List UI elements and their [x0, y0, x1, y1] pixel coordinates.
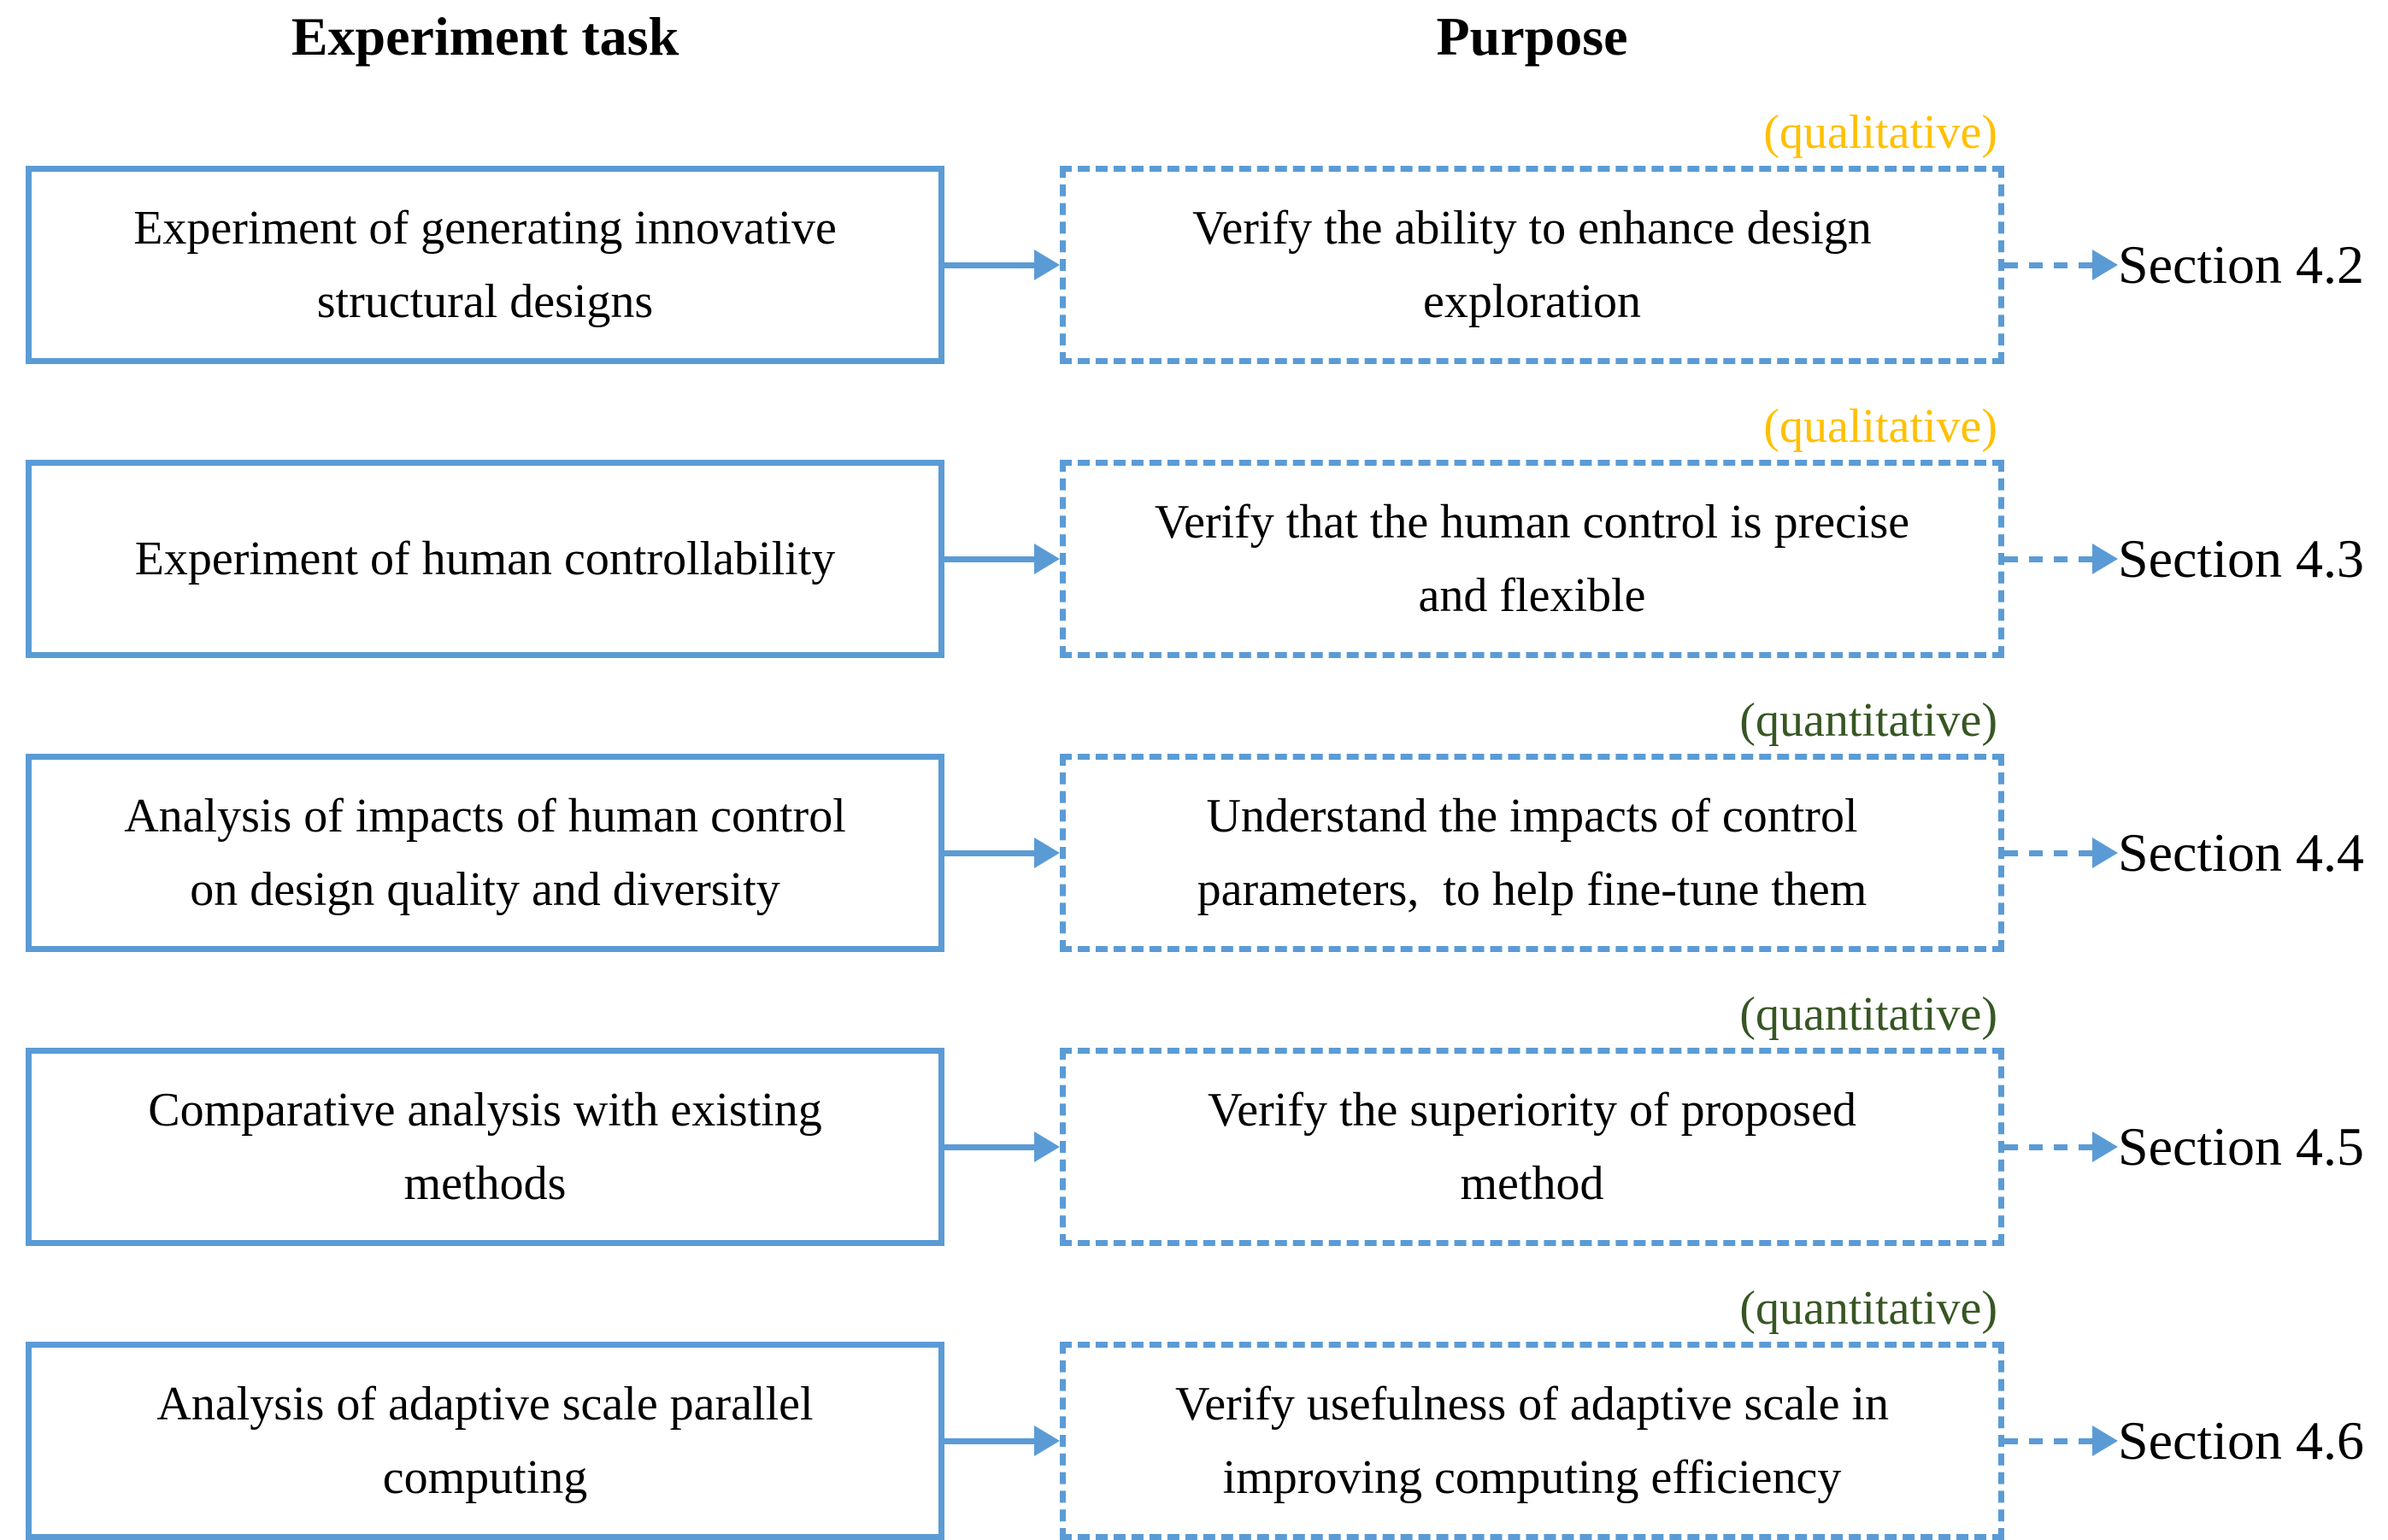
- task-text: Analysis of adaptive scale parallel comp…: [156, 1378, 814, 1504]
- task-text: Experiment of human controllability: [134, 532, 836, 585]
- dashed-right-arrow-icon: [2004, 1048, 2118, 1246]
- arrow-head-icon: [1034, 1131, 1060, 1162]
- arrow-head-icon: [1034, 1425, 1060, 1456]
- diagram-row: Analysis of adaptive scale parallel comp…: [26, 1282, 2388, 1540]
- experiment-overview-diagram: Experiment task Purpose Experiment of ge…: [26, 3, 2388, 1540]
- arrow-head-icon: [2092, 250, 2118, 280]
- diagram-row: Comparative analysis with existing metho…: [26, 988, 2388, 1246]
- section-reference: Section 4.2: [2118, 234, 2364, 295]
- diagram-row: Experiment of generating innovative stru…: [26, 106, 2388, 364]
- purpose-text: Verify the ability to enhance design exp…: [1192, 202, 1872, 328]
- task-box: Analysis of impacts of human control on …: [26, 754, 944, 952]
- dashed-arrow-line: [2004, 555, 2092, 562]
- dashed-arrow-line: [2004, 262, 2092, 268]
- purpose-box: Verify the superiority of proposed metho…: [1060, 1048, 2004, 1246]
- evaluation-type-label: (quantitative): [1739, 988, 1997, 1041]
- purpose-text: Verify that the human control is precise…: [1154, 496, 1910, 622]
- right-arrow-icon: [944, 754, 1060, 952]
- task-text: Experiment of generating innovative stru…: [133, 202, 837, 328]
- dashed-right-arrow-icon: [2004, 1342, 2118, 1540]
- task-text: Comparative analysis with existing metho…: [148, 1084, 822, 1210]
- arrow-line: [944, 1143, 1034, 1150]
- dashed-right-arrow-icon: [2004, 460, 2118, 658]
- arrow-head-icon: [2092, 838, 2118, 868]
- dashed-arrow-line: [2004, 1437, 2092, 1444]
- right-arrow-icon: [944, 460, 1060, 658]
- section-reference: Section 4.6: [2118, 1410, 2364, 1471]
- evaluation-type-label: (quantitative): [1739, 1282, 1997, 1335]
- purpose-box: Verify usefulness of adaptive scale in i…: [1060, 1342, 2004, 1540]
- section-reference: Section 4.5: [2118, 1116, 2364, 1177]
- experiment-task-header: Experiment task: [291, 6, 679, 67]
- arrow-head-icon: [1034, 838, 1060, 868]
- dashed-right-arrow-icon: [2004, 754, 2118, 952]
- dashed-arrow-line: [2004, 1143, 2092, 1150]
- arrow-line: [944, 555, 1034, 562]
- arrow-head-icon: [1034, 250, 1060, 280]
- arrow-line: [944, 1437, 1034, 1444]
- purpose-box: Understand the impacts of control parame…: [1060, 754, 2004, 952]
- right-arrow-icon: [944, 1048, 1060, 1246]
- purpose-box: Verify the ability to enhance design exp…: [1060, 166, 2004, 364]
- purpose-box-wrap: (qualitative) Verify that the human cont…: [1060, 400, 2004, 658]
- task-box: Experiment of human controllability: [26, 460, 944, 658]
- purpose-box-wrap: (qualitative) Verify the ability to enha…: [1060, 106, 2004, 364]
- task-box: Experiment of generating innovative stru…: [26, 166, 944, 364]
- purpose-box-wrap: (quantitative) Verify the superiority of…: [1060, 988, 2004, 1246]
- purpose-box-wrap: (quantitative) Verify usefulness of adap…: [1060, 1282, 2004, 1540]
- task-box: Analysis of adaptive scale parallel comp…: [26, 1342, 944, 1540]
- purpose-text: Understand the impacts of control parame…: [1197, 790, 1867, 916]
- purpose-box: Verify that the human control is precise…: [1060, 460, 2004, 658]
- right-arrow-icon: [944, 166, 1060, 364]
- dashed-right-arrow-icon: [2004, 166, 2118, 364]
- arrow-line: [944, 262, 1034, 268]
- arrow-head-icon: [1034, 544, 1060, 574]
- task-text: Analysis of impacts of human control on …: [124, 790, 846, 916]
- purpose-header: Purpose: [1436, 6, 1628, 67]
- purpose-box-wrap: (quantitative) Understand the impacts of…: [1060, 694, 2004, 952]
- arrow-head-icon: [2092, 544, 2118, 574]
- right-arrow-icon: [944, 1342, 1060, 1540]
- task-box: Comparative analysis with existing metho…: [26, 1048, 944, 1246]
- column-headers: Experiment task Purpose: [26, 3, 2388, 70]
- arrow-line: [944, 849, 1034, 856]
- diagram-row: Experiment of human controllability (qua…: [26, 400, 2388, 658]
- dashed-arrow-line: [2004, 849, 2092, 856]
- section-reference: Section 4.3: [2118, 528, 2364, 589]
- arrow-head-icon: [2092, 1131, 2118, 1162]
- evaluation-type-label: (quantitative): [1739, 694, 1997, 747]
- evaluation-type-label: (qualitative): [1763, 106, 1997, 159]
- evaluation-type-label: (qualitative): [1763, 400, 1997, 453]
- section-reference: Section 4.4: [2118, 822, 2364, 883]
- purpose-text: Verify usefulness of adaptive scale in i…: [1174, 1378, 1890, 1504]
- diagram-row: Analysis of impacts of human control on …: [26, 694, 2388, 952]
- purpose-text: Verify the superiority of proposed metho…: [1208, 1084, 1856, 1210]
- arrow-head-icon: [2092, 1425, 2118, 1456]
